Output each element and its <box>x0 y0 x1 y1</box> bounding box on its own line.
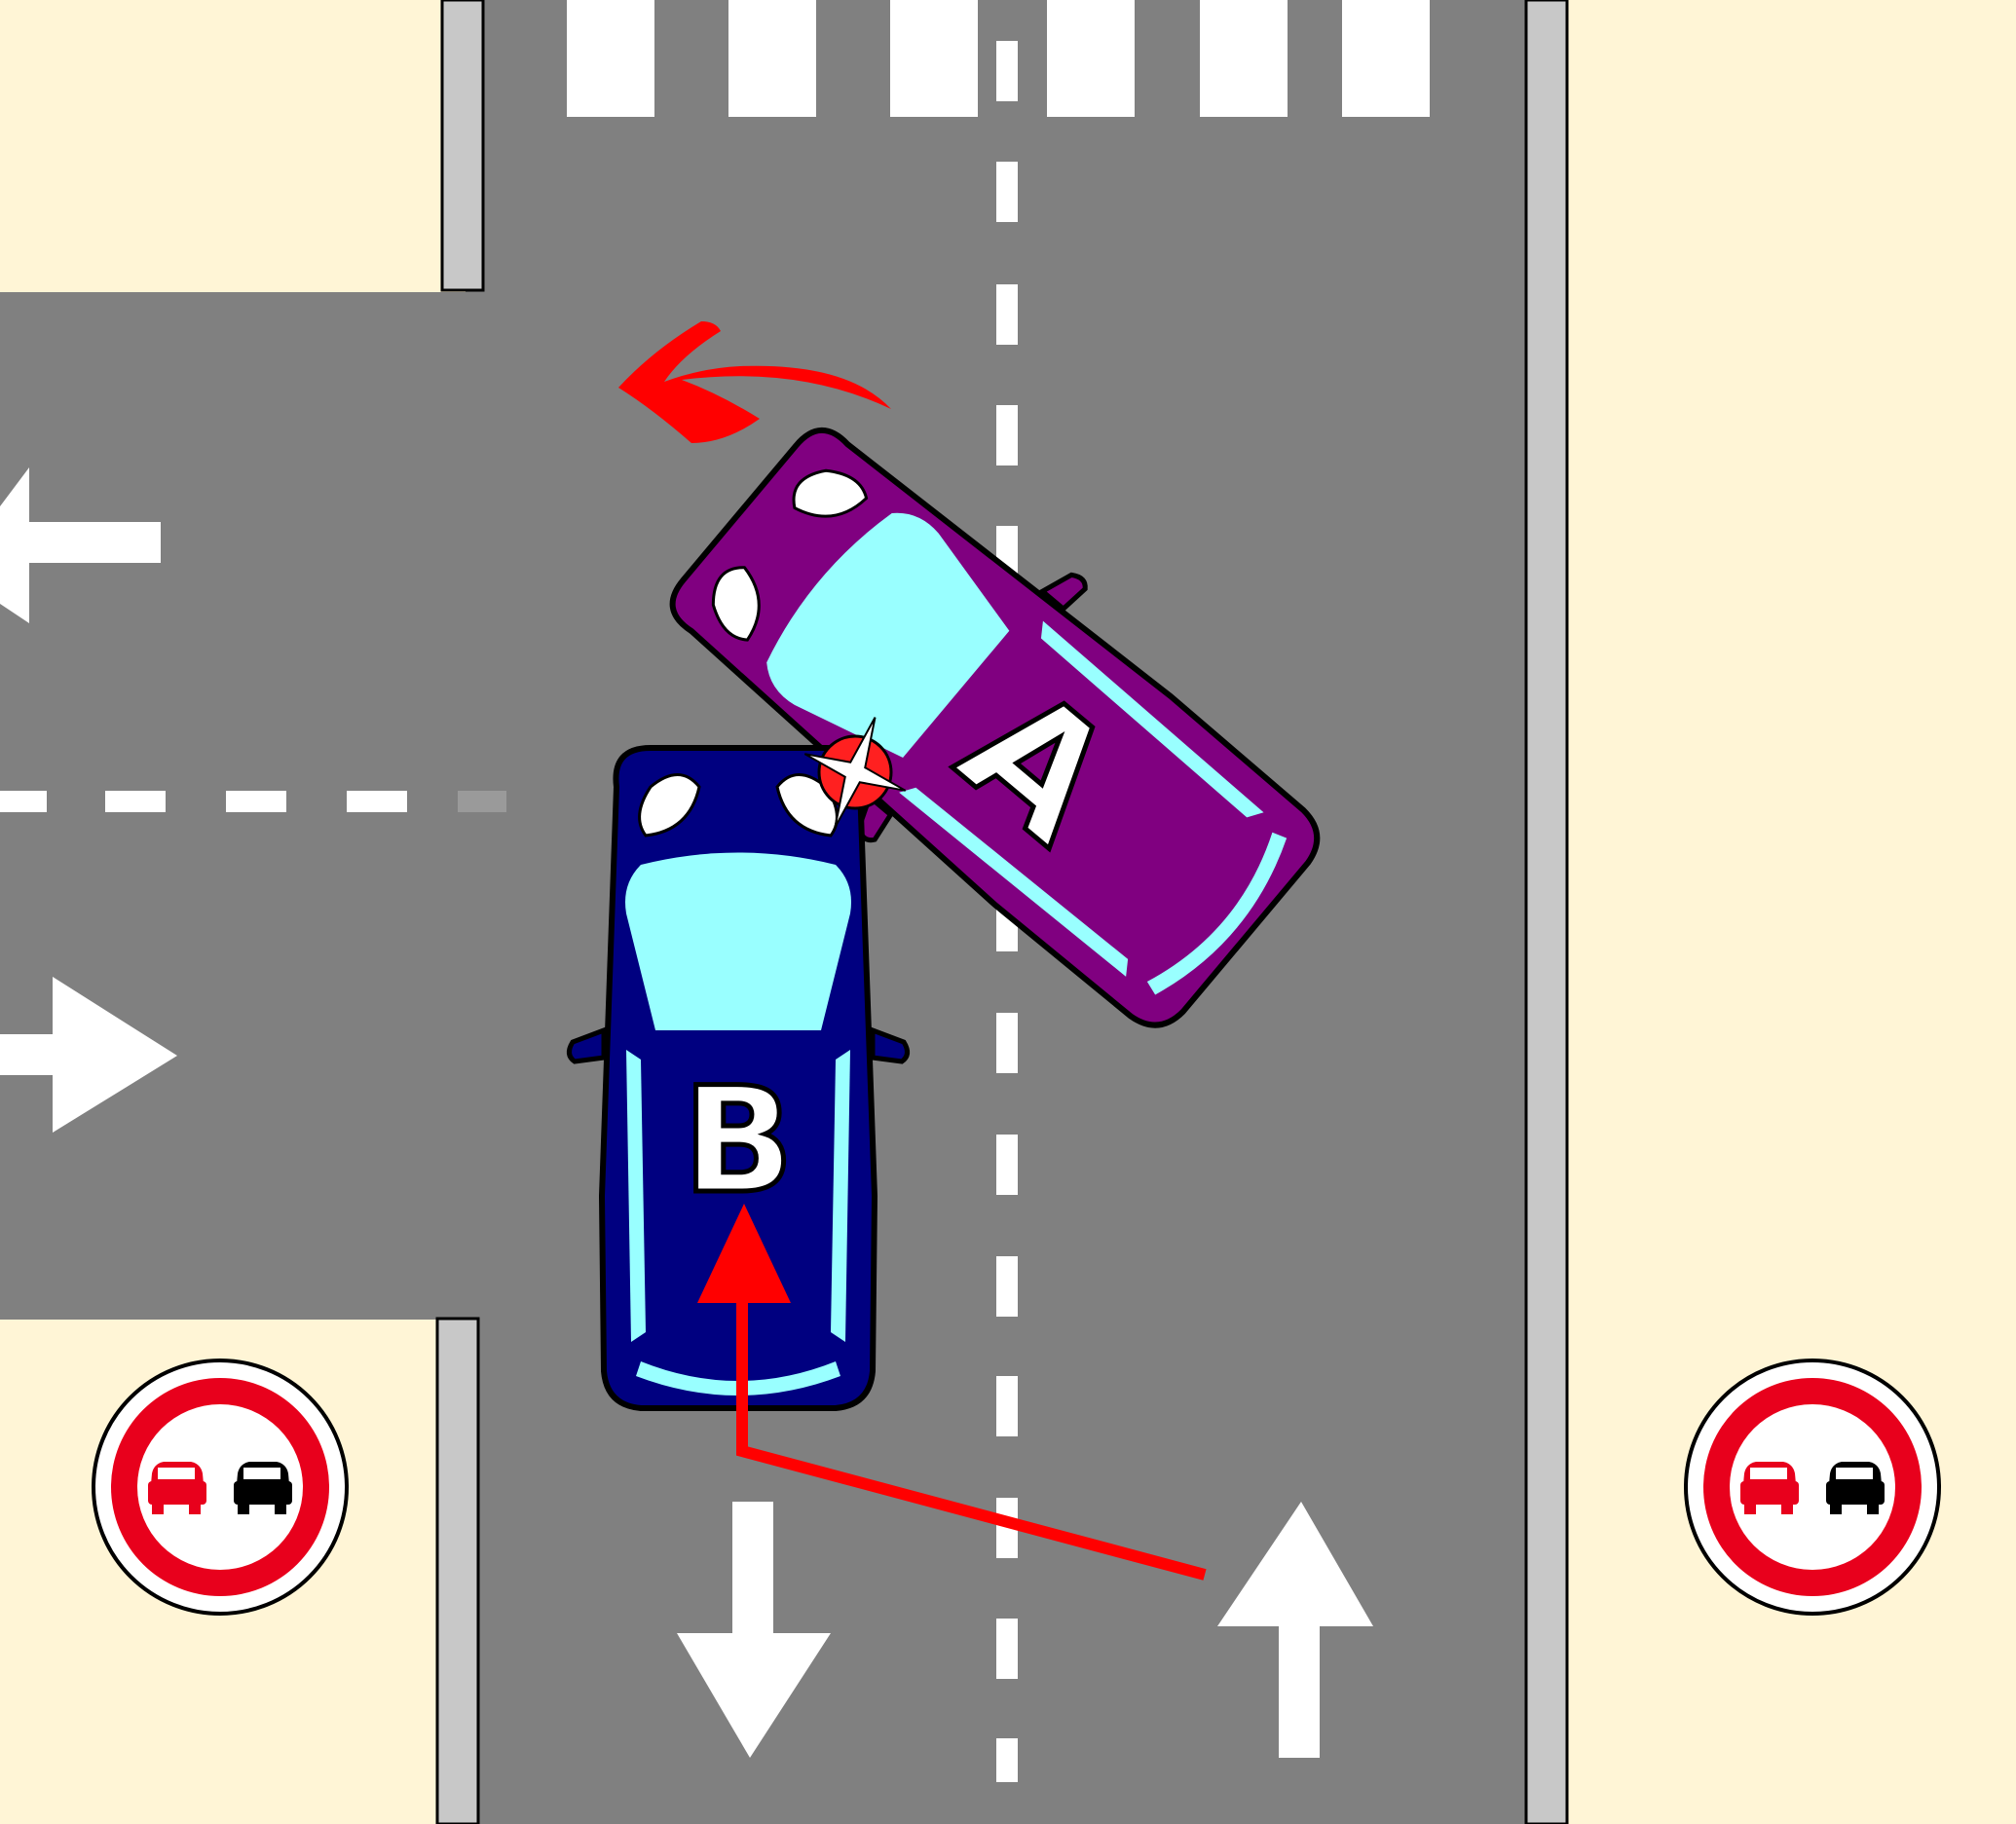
car-b: B <box>569 748 907 1408</box>
no-overtaking-sign <box>92 1359 349 1616</box>
curb-top-left <box>440 0 485 292</box>
overtaking-path-arrow-icon <box>697 1204 1207 1581</box>
center-line <box>996 41 1018 1782</box>
side-road-center-line <box>0 791 506 812</box>
car-a: A <box>631 384 1354 1067</box>
down-arrow <box>677 1502 831 1758</box>
left-arrow <box>0 467 161 623</box>
no-overtaking-sign <box>1684 1359 1941 1616</box>
curb-bottom-left <box>435 1317 480 1824</box>
crosswalk <box>567 0 1430 117</box>
car-b-label: B <box>683 1057 794 1226</box>
no-overtaking-icon <box>1684 1359 1941 1616</box>
collision-star-icon <box>803 717 907 828</box>
no-overtaking-icon <box>92 1359 349 1616</box>
right-arrow <box>0 977 177 1133</box>
curb-right <box>1524 0 1569 1824</box>
turn-left-arrow-icon <box>618 321 891 443</box>
up-arrow <box>1217 1502 1373 1758</box>
